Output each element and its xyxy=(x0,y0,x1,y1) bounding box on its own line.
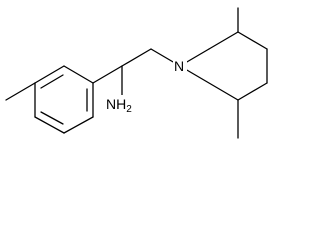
chemical-structure-canvas: NH2 N xyxy=(5,7,268,139)
ring-nitrogen-label: N xyxy=(174,58,184,74)
bond-aryl-4 xyxy=(63,116,94,134)
bond-aryl-methine xyxy=(92,65,123,84)
bonds xyxy=(5,7,268,139)
bond-methyl-aryl xyxy=(5,82,36,101)
bond-piperidine-3 xyxy=(237,31,268,50)
bond-aryl-5 xyxy=(34,116,65,134)
molecule-diagram: NH2 N xyxy=(5,7,268,139)
atom-labels: NH2 N xyxy=(106,58,187,115)
bond-aryl-inner-1 xyxy=(40,74,64,89)
bond-methine-methylene xyxy=(121,48,152,67)
bond-piperidine-6 xyxy=(179,65,239,101)
bond-piperidine-5 xyxy=(237,82,268,101)
amine-label: NH2 xyxy=(106,96,132,115)
bond-aryl-1 xyxy=(34,65,65,84)
amine-symbol: NH xyxy=(106,96,126,112)
bond-piperidine-2 xyxy=(208,31,239,50)
amine-subscript: 2 xyxy=(126,104,132,115)
bond-aryl-inner-3 xyxy=(40,111,64,125)
bond-aryl-2 xyxy=(63,65,94,84)
amine-label-background xyxy=(106,95,140,113)
ring-nitrogen-label-background xyxy=(173,58,187,74)
